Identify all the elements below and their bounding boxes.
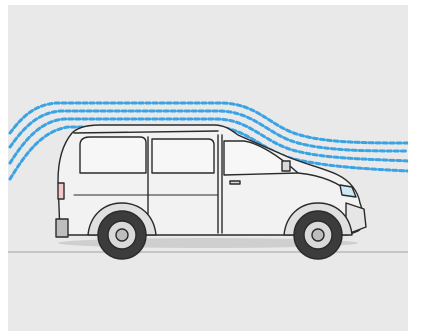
- illustration-canvas: [8, 5, 408, 331]
- taillight: [58, 183, 64, 199]
- front-wheel: [294, 211, 342, 259]
- van-airflow-illustration: [8, 5, 408, 331]
- rear-window: [80, 137, 146, 173]
- side-mirror: [282, 161, 290, 171]
- rear-bumper: [56, 219, 68, 237]
- van-icon: [56, 125, 366, 259]
- rear-wheel: [98, 211, 146, 259]
- door-handle: [230, 181, 240, 184]
- side-window: [152, 139, 214, 173]
